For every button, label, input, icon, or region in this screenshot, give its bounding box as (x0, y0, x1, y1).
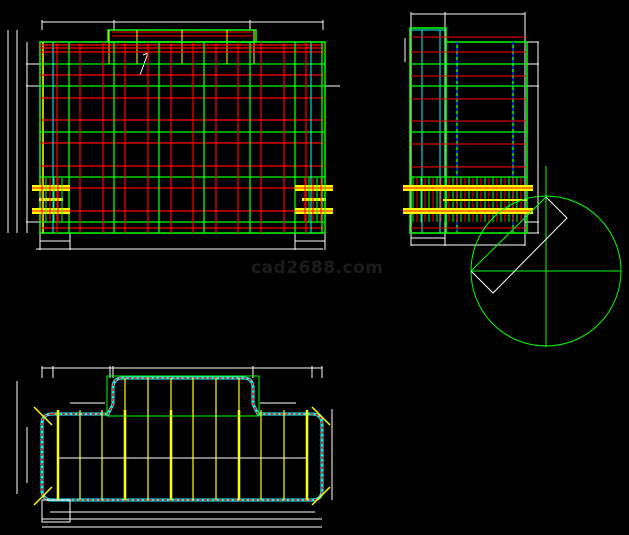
corner-bar (33, 486, 53, 506)
rebar-ring (41, 377, 323, 501)
circle-detail (470, 166, 622, 347)
detail-rect (470, 196, 568, 294)
anchor-plate (302, 198, 326, 201)
section-outline (445, 41, 528, 234)
corner-bar (311, 406, 331, 426)
plan-view-top (7, 20, 340, 250)
slab-outline (39, 41, 326, 234)
corner-bar (33, 406, 53, 426)
detail-box (41, 499, 71, 523)
leader-line (142, 52, 149, 56)
wall-outline (40, 376, 324, 502)
bump-frame (106, 375, 260, 417)
anchor-plate (39, 198, 63, 201)
diagonal-line (470, 196, 547, 272)
plan-view-bottom (16, 366, 333, 528)
section-view-right (403, 12, 539, 246)
watermark: cad2688.com (251, 258, 384, 278)
corner-bar (311, 486, 331, 506)
